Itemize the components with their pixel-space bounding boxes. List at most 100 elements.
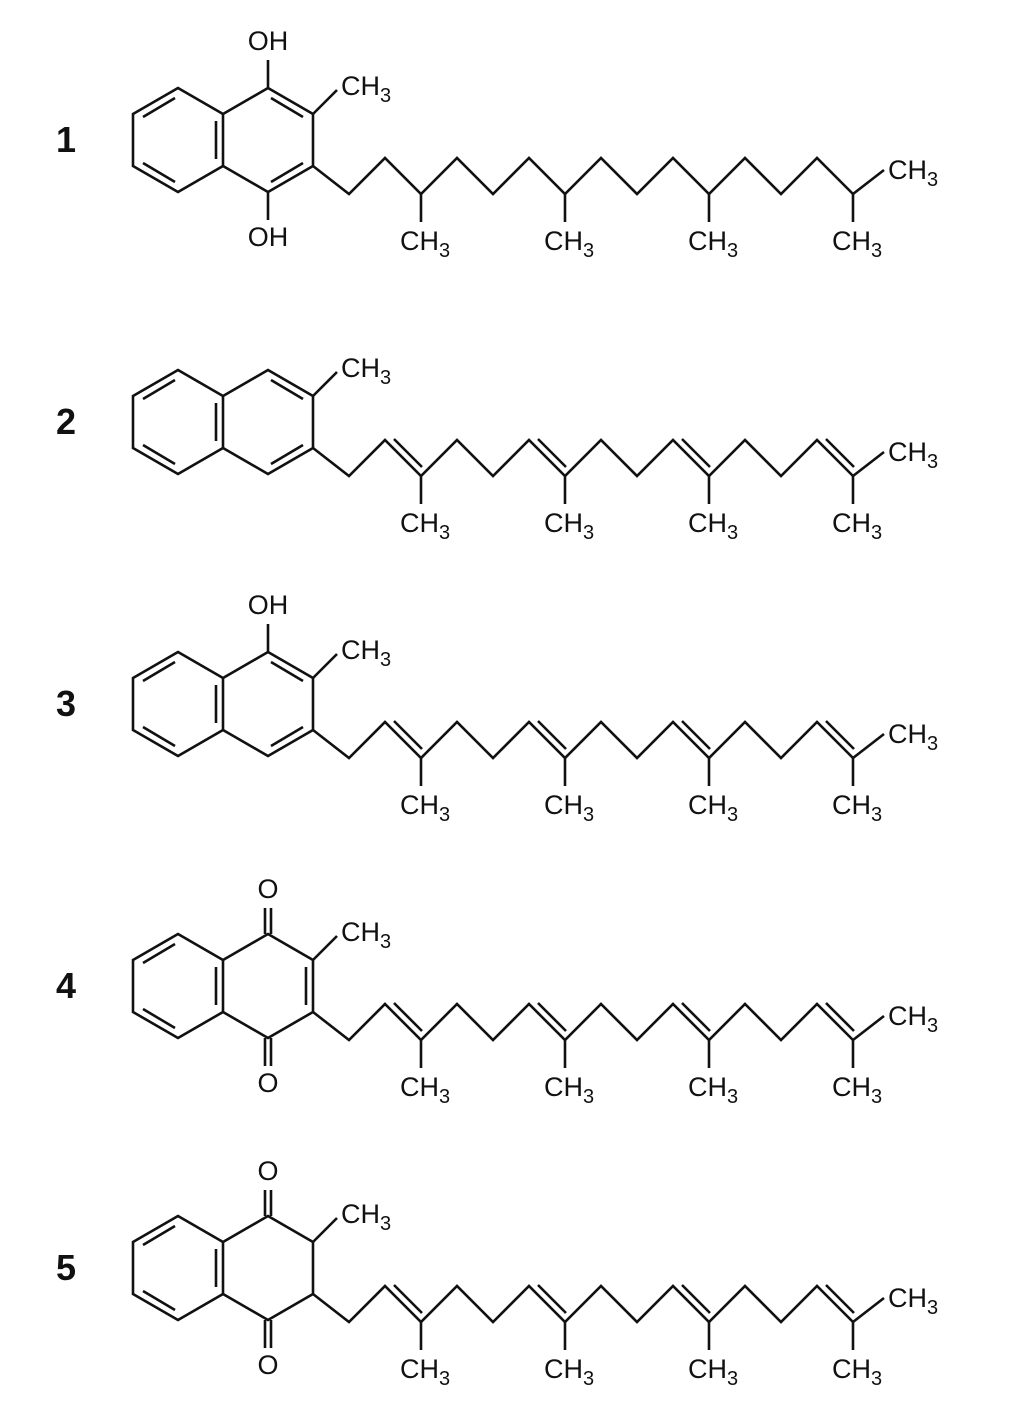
- side-chain-bonds: [312, 89, 885, 222]
- terminal-methyl-label: CH3: [888, 1283, 938, 1319]
- sub3-text: 3: [871, 522, 882, 544]
- side-chain-bonds: [312, 371, 885, 504]
- hydroxyl-label-top: OH: [248, 26, 289, 56]
- chain-methyl-label-1: CH3: [400, 1072, 450, 1108]
- chain-methyl-label-1: CH3: [400, 508, 450, 544]
- ch-text: CH: [544, 1354, 583, 1384]
- aromatic-double-bond-lines: [142, 1224, 218, 1312]
- sub3-text: 3: [380, 1213, 391, 1235]
- molecule-3-structure: 3 OH CH3 CH3 CH3 CH3 CH3 CH3: [56, 590, 938, 826]
- naphthoquinone-ring-bonds: [131, 1214, 315, 1322]
- molecule-1-structure: 1 OH OH CH3 CH3 CH3 CH3 CH3 CH3: [56, 26, 938, 262]
- methyl-branch-bonds: [312, 371, 885, 504]
- ring-perimeter-bond: [131, 650, 315, 758]
- carbonyl-double-bond-bottom: [263, 1320, 273, 1348]
- methyl-branch-bonds: [312, 89, 885, 222]
- sub3-text: 3: [727, 1368, 738, 1390]
- ch-text: CH: [832, 790, 871, 820]
- sub3-text: 3: [583, 1086, 594, 1108]
- sub3-text: 3: [583, 522, 594, 544]
- ch-text: CH: [544, 790, 583, 820]
- chain-methyl-label-4: CH3: [832, 790, 882, 826]
- chain-methyl-label-1: CH3: [400, 790, 450, 826]
- naphthalene-ring-bonds: [131, 650, 315, 758]
- ch-text: CH: [832, 1072, 871, 1102]
- chain-methyl-label-2: CH3: [544, 508, 594, 544]
- molecule-number: 1: [56, 119, 76, 160]
- sub3-text: 3: [583, 240, 594, 262]
- ch-text: CH: [341, 917, 380, 947]
- ch-text: CH: [544, 226, 583, 256]
- chain-methyl-label-3: CH3: [688, 1072, 738, 1108]
- molecule-number: 3: [56, 683, 76, 724]
- sub3-text: 3: [439, 522, 450, 544]
- sub3-text: 3: [439, 1368, 450, 1390]
- chain-methyl-label-4: CH3: [832, 226, 882, 262]
- sub3-text: 3: [871, 1086, 882, 1108]
- aromatic-double-bond-lines: [142, 378, 304, 466]
- ch-text: CH: [832, 226, 871, 256]
- carbonyl-oxygen-label-bottom: O: [257, 1068, 278, 1098]
- terminal-methyl-label: CH3: [888, 1001, 938, 1037]
- molecule-number: 2: [56, 401, 76, 442]
- carbonyl-double-bond-top: [263, 908, 273, 934]
- methyl-branch-bonds: [312, 1217, 885, 1350]
- sub3-text: 3: [871, 240, 882, 262]
- aromatic-double-bond-lines: [142, 660, 304, 748]
- sub3-text: 3: [927, 733, 938, 755]
- ch-text: CH: [888, 437, 927, 467]
- carbonyl-oxygen-label-bottom: O: [257, 1350, 278, 1380]
- chain-double-bond-lines: [393, 720, 855, 750]
- carbonyl-double-bond-top: [263, 1190, 273, 1216]
- sub3-text: 3: [583, 1368, 594, 1390]
- sub3-text: 3: [727, 240, 738, 262]
- ch-text: CH: [400, 790, 439, 820]
- ring-methyl-label: CH3: [341, 1199, 391, 1235]
- ch-text: CH: [544, 508, 583, 538]
- ch-text: CH: [688, 226, 727, 256]
- ch-text: CH: [688, 790, 727, 820]
- chain-zigzag-bond: [312, 438, 854, 478]
- chain-methyl-label-2: CH3: [544, 226, 594, 262]
- terminal-methyl-label: CH3: [888, 437, 938, 473]
- carbonyl-double-bond-bottom: [263, 1038, 273, 1066]
- chain-zigzag-bond: [312, 1002, 854, 1042]
- ch-text: CH: [400, 508, 439, 538]
- sub3-text: 3: [439, 804, 450, 826]
- hydroxyl-label-top: OH: [248, 590, 289, 620]
- chain-methyl-label-4: CH3: [832, 508, 882, 544]
- terminal-methyl-label: CH3: [888, 155, 938, 191]
- ring-methyl-label: CH3: [341, 635, 391, 671]
- molecule-4-structure: 4 O O CH3 CH3 CH3 CH3 CH3 CH3: [56, 874, 938, 1108]
- naphthalene-ring-bonds: [131, 368, 315, 476]
- molecule-2-structure: 2 CH3 CH3 CH3 CH3 CH3 CH3: [56, 353, 938, 544]
- sub3-text: 3: [380, 85, 391, 107]
- ring-perimeter-bond: [131, 932, 315, 1040]
- ch-text: CH: [544, 1072, 583, 1102]
- molecule-number: 4: [56, 965, 76, 1006]
- sub3-text: 3: [727, 522, 738, 544]
- sub3-text: 3: [871, 804, 882, 826]
- sub3-text: 3: [927, 451, 938, 473]
- sub3-text: 3: [871, 1368, 882, 1390]
- carbonyl-oxygen-label-top: O: [257, 1156, 278, 1186]
- substituent-bonds: [263, 1190, 273, 1348]
- sub3-text: 3: [927, 1297, 938, 1319]
- ch-text: CH: [341, 353, 380, 383]
- ring-perimeter-bond: [131, 1214, 315, 1322]
- chain-methyl-label-4: CH3: [832, 1354, 882, 1390]
- sub3-text: 3: [927, 169, 938, 191]
- molecule-number: 5: [56, 1247, 76, 1288]
- chain-methyl-label-1: CH3: [400, 1354, 450, 1390]
- methyl-branch-bonds: [312, 653, 885, 786]
- ch-text: CH: [400, 1072, 439, 1102]
- sub3-text: 3: [727, 804, 738, 826]
- chain-methyl-label-3: CH3: [688, 1354, 738, 1390]
- chain-methyl-label-1: CH3: [400, 226, 450, 262]
- ring-methyl-label: CH3: [341, 353, 391, 389]
- ring-methyl-label: CH3: [341, 71, 391, 107]
- side-chain-bonds: [312, 1217, 885, 1350]
- chain-zigzag-bond: [312, 720, 854, 760]
- chain-methyl-label-4: CH3: [832, 1072, 882, 1108]
